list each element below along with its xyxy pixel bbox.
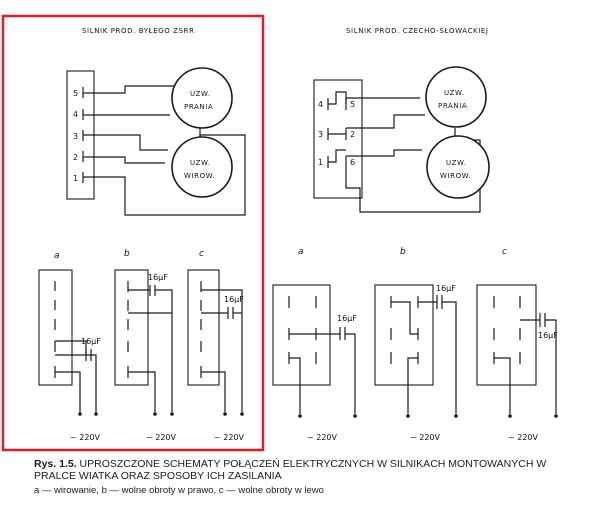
left-wiring [83, 85, 246, 216]
figure-title: UPROSZCZONE SCHEMATY POŁĄCZEŃ ELEKTRYCZN… [34, 458, 547, 482]
right-variant-b-label: b [400, 247, 406, 257]
left-variant-b-block [114, 269, 149, 386]
left-variant-b-capacitor: 16µF [148, 273, 168, 282]
left-variant-b-wiring [127, 281, 174, 416]
right-variant-c-label: c [502, 247, 507, 257]
left-variant-c-supply: ~ 220V [214, 433, 245, 442]
right-wiring [328, 91, 481, 213]
left-variant-c-label: c [199, 249, 204, 259]
right-terminal-3: 3 [318, 130, 323, 139]
right-terminal-4: 4 [318, 100, 323, 109]
right-variant-a-capacitor: 16µF [337, 314, 357, 323]
left-variant-a-capacitor: 16µF [81, 337, 101, 346]
right-variant-a-block [272, 284, 331, 386]
right-terminal-5: 5 [350, 100, 355, 109]
left-motor-wash-label-2: PRANIA [184, 103, 213, 111]
figure-caption: Rys. 1.5. UPROSZCZONE SCHEMATY POŁĄCZEŃ … [34, 458, 574, 482]
right-variant-c-wiring [493, 296, 558, 418]
right-motor-spin-label-1: UZW. [446, 159, 467, 167]
right-variant-b-capacitor: 16µF [436, 284, 456, 293]
left-motor-wash [171, 67, 233, 129]
right-terminal-2: 2 [350, 130, 355, 139]
left-variant-c-block [187, 269, 220, 386]
left-variant-a-block [38, 269, 73, 386]
right-motor-wash [425, 66, 487, 128]
left-motor-wash-label-1: UZW. [190, 90, 211, 98]
left-variant-b-supply: ~ 220V [146, 433, 177, 442]
right-terminal-block [313, 79, 363, 199]
left-terminal-1: 1 [73, 174, 78, 183]
right-terminal-1: 1 [318, 158, 323, 167]
right-variant-a-wiring [288, 296, 357, 418]
right-motor-spin-label-2: WIROW. [440, 172, 471, 180]
left-variant-c-capacitor: 16µF [224, 295, 244, 304]
right-variant-a-supply: ~ 220V [307, 433, 338, 442]
left-terminal-3: 3 [73, 132, 78, 141]
right-motor-wash-label-1: UZW. [444, 89, 465, 97]
right-variant-c-block [476, 284, 537, 386]
left-motor-spin-label-1: UZW. [190, 159, 211, 167]
right-variant-b-block [374, 284, 434, 386]
right-variant-b-wiring [390, 295, 458, 418]
left-terminal-5: 5 [73, 89, 78, 98]
left-variant-a-wiring [54, 281, 98, 416]
left-terminal-4: 4 [73, 110, 78, 119]
left-variant-a-label: a [54, 251, 60, 261]
right-variant-a-label: a [298, 247, 304, 257]
figure-legend: a — wirowanie, b — wolne obroty w prawo,… [34, 485, 324, 496]
left-motor-spin-label-2: WIROW. [184, 172, 215, 180]
right-motor-spin [426, 135, 490, 199]
left-title: SILNIK PROD. BYŁEGO ZSRR [82, 27, 195, 35]
right-title: SILNIK PROD. CZECHO-SŁOWACKIEJ [346, 27, 489, 35]
right-variant-c-capacitor: 16µF [538, 331, 558, 340]
figure-number: Rys. 1.5. [34, 458, 77, 470]
left-variant-a-supply: ~ 220V [70, 433, 101, 442]
left-variant-b-label: b [124, 249, 130, 259]
right-terminals: 4 3 1 5 2 6 [318, 98, 355, 168]
left-motor-spin [171, 136, 233, 198]
right-variant-b-supply: ~ 220V [410, 433, 441, 442]
right-variant-c-supply: ~ 220V [508, 433, 539, 442]
right-terminal-6: 6 [350, 158, 355, 167]
left-terminals: 5 4 3 2 1 [73, 87, 84, 183]
right-motor-wash-label-2: PRANIA [438, 102, 467, 110]
highlight-frame [1, 14, 265, 452]
left-variant-c-wiring [200, 281, 244, 416]
left-terminal-2: 2 [73, 153, 78, 162]
